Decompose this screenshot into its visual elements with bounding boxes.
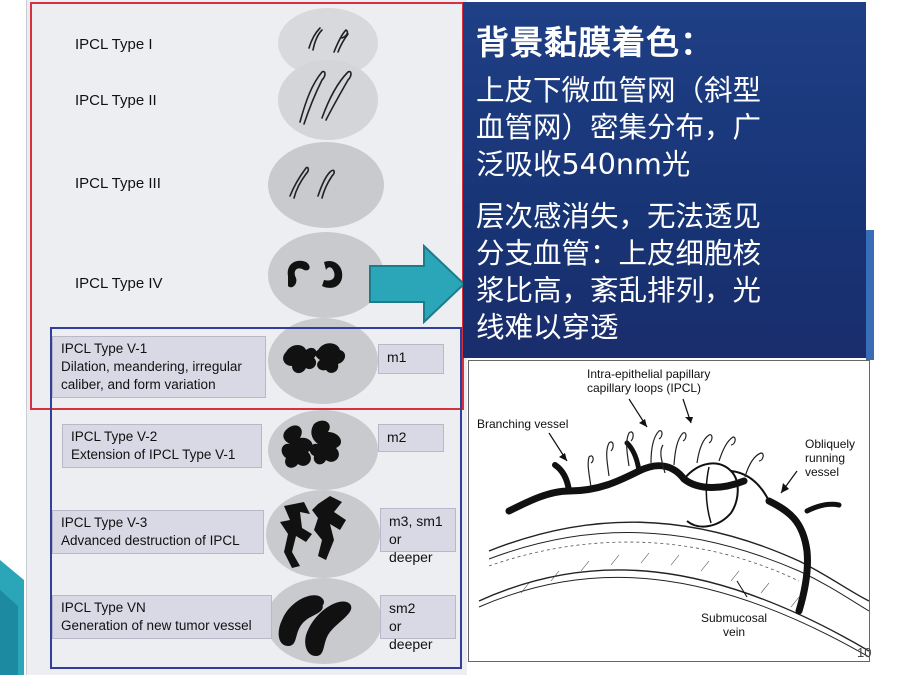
ipcl-depth-box: m2 [378,424,444,452]
ipcl-depth-box: m1 [378,344,444,374]
ipcl-label: Intra-epithelial papillary capillary loo… [587,367,711,395]
ipcl-v-desc: Extension of IPCL Type V-1 [71,447,236,462]
ipcl-depth-box: m3, sm1 or deeper [380,508,456,565]
text-box-heading: 背景黏膜着色： [476,23,714,62]
text-line: 浆比高，紊乱排列，光 [476,274,762,307]
ipcl-v-desc: Advanced destruction of IPCL [61,533,240,548]
ipcl-depth-text: m2 [387,429,407,445]
page-number: 10 [857,645,872,660]
ipcl-depth-text: sm2 [389,600,416,616]
ipcl-v-desc: Dilation, meandering, irregular [61,359,242,374]
ipcl-v3-label-box: IPCL Type V-3 Advanced destruction of IP… [52,510,264,554]
text-line: 上皮下微血管网（斜型 [476,74,762,107]
ipcl-v-title: IPCL Type V-1 [61,341,148,356]
ipcl-v-desc: Generation of new tumor vessel [61,618,252,633]
ipcl-v-title: IPCL Type V-2 [71,429,158,444]
ipcl-depth-text: m1 [387,349,407,365]
ipcl-depth-text: m3, sm1 [389,513,443,529]
ipcl-type-ii-circle [278,60,378,140]
ipcl-depth-text: or deeper [389,531,433,565]
description-text-box: 背景黏膜着色： 上皮下微血管网（斜型 血管网）密集分布，广 泛吸收540nm光 … [463,2,866,358]
oblique-vessel-label: Obliquely running vessel [805,437,856,479]
text-line: 血管网）密集分布，广 [476,111,762,144]
text-box-paragraph-2: 层次感消失，无法透见 分支血管：上皮细胞核 浆比高，紊乱排列，光 线难以穿透 [476,198,861,346]
ipcl-vn-label-box: IPCL Type VN Generation of new tumor ves… [52,595,272,639]
type-v-blue-frame [50,327,462,669]
ipcl-type-label: IPCL Type IV [75,275,163,292]
text-line: 分支血管：上皮细胞核 [476,237,762,270]
ipcl-v1-label-box: IPCL Type V-1 Dilation, meandering, irre… [52,336,266,398]
vessel-diagram-drawing [478,398,869,658]
ipcl-vessel-drawings [278,27,352,656]
ipcl-type-label: IPCL Type II [75,92,157,109]
right-arrow-icon [369,244,466,324]
branching-vessel-label: Branching vessel [477,417,569,431]
text-line: 线难以穿透 [476,311,619,344]
ipcl-v2-label-box: IPCL Type V-2 Extension of IPCL Type V-1 [62,424,262,468]
text-box-paragraph-1: 上皮下微血管网（斜型 血管网）密集分布，广 泛吸收540nm光 [476,72,861,183]
text-line: 泛吸收540nm光 [476,148,691,181]
ipcl-type-label: IPCL Type III [75,175,161,192]
submucosal-vein-label: Submucosal vein [701,611,768,639]
ipcl-v-title: IPCL Type V-3 [61,515,148,530]
decorative-strip [866,230,874,360]
ipcl-v-title: IPCL Type VN [61,600,146,615]
vessel-diagram-panel: Intra-epithelial papillary capillary loo… [468,360,870,662]
corner-decoration [0,560,24,675]
ipcl-v-desc: caliber, and form variation [61,377,216,392]
text-line: 层次感消失，无法透见 [476,200,762,233]
ipcl-type-label: IPCL Type I [75,36,153,53]
ipcl-depth-text: or deeper [389,618,433,652]
ipcl-type-iv-circle [268,232,384,318]
ipcl-depth-box: sm2 or deeper [380,595,456,652]
